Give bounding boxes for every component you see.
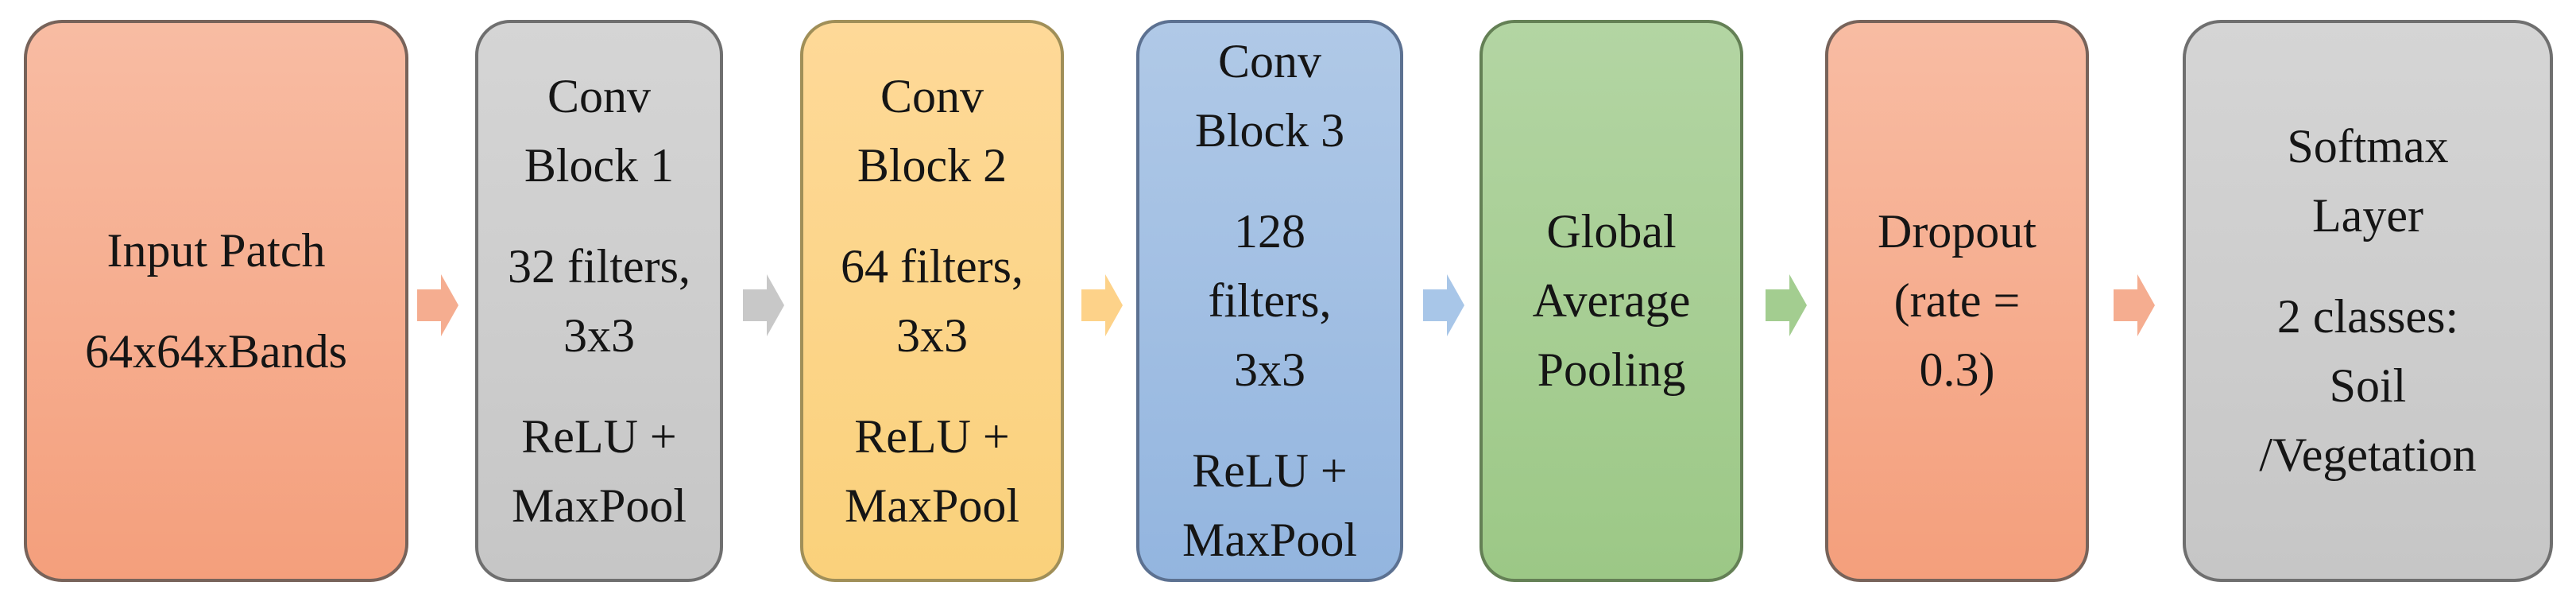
block-text-line: Block 1 [524, 138, 675, 192]
block-text-line: ReLU + [1192, 444, 1348, 497]
block-text-line: 64x64xBands [85, 324, 347, 378]
arrow-conv3-to-gap [1423, 273, 1464, 338]
block-paragraph: Input Patch [107, 216, 326, 285]
block-text-line: 128 [1233, 205, 1305, 258]
block-text-line: Softmax [2287, 120, 2449, 173]
block-text-line: Conv [1217, 35, 1321, 87]
block-text-line: MaxPool [844, 479, 1020, 532]
block-paragraph: 64 filters, 3x3 [841, 232, 1023, 370]
block-text-line: Dropout [1878, 205, 2036, 258]
block-paragraph: 64x64xBands [85, 317, 347, 386]
block-text-line: Block 2 [857, 138, 1008, 192]
right-arrow-icon [743, 274, 784, 336]
block-text-line: (rate = [1893, 274, 2021, 327]
block-text-line: Block 3 [1194, 104, 1345, 157]
block-text-line: ReLU + [521, 409, 677, 463]
block-text-line: Conv [547, 69, 651, 122]
block-paragraph: Dropout (rate = 0.3) [1878, 197, 2036, 405]
block-text-line: Average [1532, 274, 1691, 327]
block-text-line: 3x3 [895, 308, 968, 362]
block-paragraph: 128 filters, 3x3 [1209, 197, 1332, 405]
block-text-line: 2 classes: [2276, 290, 2459, 343]
block-text-line: 0.3) [1919, 343, 1995, 396]
block-text-line: 64 filters, [841, 239, 1023, 293]
arrow-dropout-to-softmax [2114, 273, 2155, 338]
block-text-line: /Vegetation [2259, 429, 2477, 481]
arrow-conv1-to-conv2 [743, 273, 784, 338]
block-text-line: Soil [2329, 359, 2407, 412]
arrow-conv2-to-conv3 [1081, 273, 1123, 338]
arrow-input-to-conv1 [417, 273, 458, 338]
right-arrow-icon [1766, 274, 1807, 336]
block-text-line: MaxPool [1182, 514, 1358, 566]
block-text-line: MaxPool [511, 479, 687, 532]
right-arrow-icon [417, 274, 458, 336]
block-paragraph: ReLU + MaxPool [845, 402, 1019, 541]
block-text-line: ReLU + [854, 409, 1010, 463]
block-paragraph: ReLU + MaxPool [1182, 436, 1357, 575]
right-arrow-icon [2114, 274, 2155, 336]
block-text-line: filters, [1208, 274, 1332, 327]
block-paragraph: ReLU + MaxPool [512, 402, 687, 541]
block-text-line: Conv [880, 69, 984, 122]
block-text-line: 3x3 [563, 308, 635, 362]
block-paragraph: 2 classes: Soil/Vegetation [2259, 282, 2476, 490]
block-text-line: Pooling [1537, 343, 1686, 396]
block-input-patch: Input Patch 64x64xBands [24, 20, 408, 582]
block-text-line: Layer [2312, 189, 2423, 242]
block-text-line: Global [1546, 205, 1677, 258]
right-arrow-icon [1423, 274, 1464, 336]
right-arrow-icon [1081, 274, 1123, 336]
block-text-line: 3x3 [1233, 343, 1305, 396]
block-dropout: Dropout (rate = 0.3) [1825, 20, 2089, 582]
block-text-line: 32 filters, [508, 239, 690, 293]
block-text-line: Input Patch [106, 223, 326, 277]
arrow-gap-to-dropout [1766, 273, 1807, 338]
block-paragraph: 32 filters, 3x3 [508, 232, 690, 370]
